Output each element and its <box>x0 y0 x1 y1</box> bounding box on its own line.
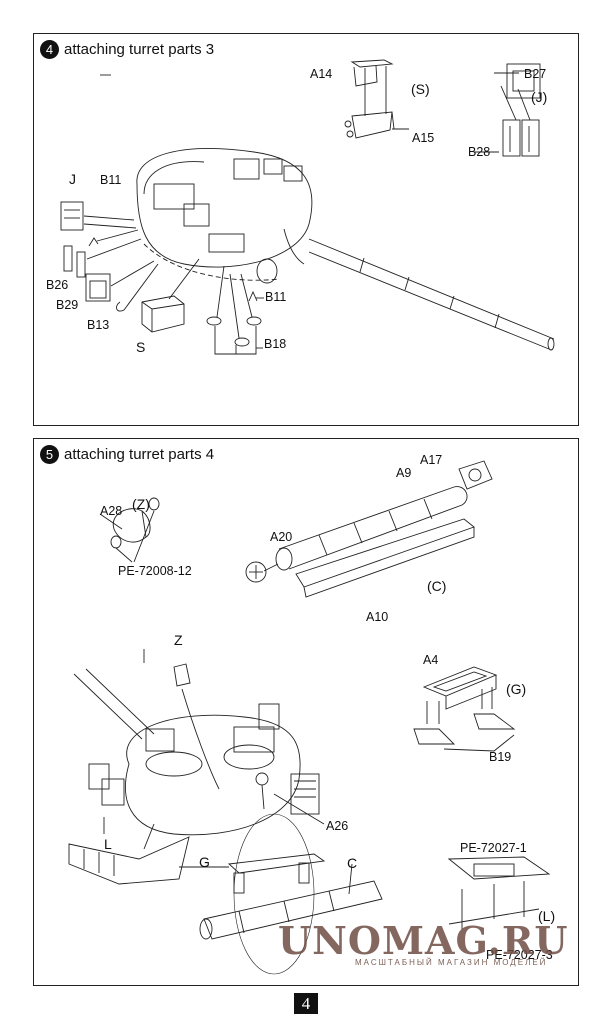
label-g: G <box>199 854 210 870</box>
b13-part <box>116 263 159 312</box>
b28-part <box>502 119 540 157</box>
a10-tray <box>295 518 475 598</box>
watermark: UNOMAG.RU <box>278 918 569 963</box>
turret-body <box>73 668 320 836</box>
b19-parts <box>413 713 516 745</box>
turret-parts-4-diagram <box>68 460 551 975</box>
z-part-main <box>173 663 191 687</box>
label-a4: A4 <box>423 653 439 667</box>
label-a14: A14 <box>310 67 333 81</box>
turret-parts-3-diagram <box>60 59 555 355</box>
label-b27: B27 <box>524 67 547 81</box>
b26-part <box>63 245 86 278</box>
label-pe-72027-1: PE-72027-1 <box>460 841 527 855</box>
label-b26: B26 <box>46 278 69 292</box>
label-b19: B19 <box>489 750 512 764</box>
g-part-main <box>227 853 326 894</box>
b11-part-lower <box>248 290 258 302</box>
label-a20: A20 <box>270 530 293 544</box>
a15-part <box>344 111 395 139</box>
label-b29: B29 <box>56 298 79 312</box>
j-part <box>60 201 84 231</box>
label-l: L <box>104 836 112 852</box>
step-number-badge: 5 <box>40 445 59 464</box>
s-part <box>141 295 185 333</box>
label-j-group: (J) <box>531 89 548 105</box>
pe-72027-1-part <box>447 856 551 880</box>
label-b28: B28 <box>468 145 491 159</box>
label-pe-72027-3: PE-72027-3 <box>486 948 553 962</box>
label-b11-bottom: B11 <box>265 290 287 304</box>
a14-part <box>350 59 394 87</box>
step-5-header: 5 attaching turret parts 4 <box>40 445 214 464</box>
label-z: Z <box>174 632 183 648</box>
label-pe-72008-12: PE-72008-12 <box>118 564 192 578</box>
label-a10: A10 <box>366 610 389 624</box>
watermark-subtitle: МАСШТАБНЫЙ МАГАЗИН МОДЕЛЕЙ <box>355 958 548 967</box>
a9-tube <box>275 486 468 571</box>
step-4-panel: 4 attaching turret parts 3 <box>33 33 579 426</box>
label-a28: A28 <box>100 504 123 518</box>
label-s-group: (S) <box>411 81 430 97</box>
label-z-group: (Z) <box>132 496 150 512</box>
label-s: S <box>136 339 146 355</box>
step-title: attaching turret parts 4 <box>64 446 215 463</box>
label-a17: A17 <box>420 453 443 467</box>
label-b11-top: B11 <box>100 173 122 187</box>
b29-part <box>85 273 111 302</box>
label-g-group: (G) <box>506 681 527 697</box>
z-part <box>112 508 151 543</box>
step-5-panel: 5 attaching turret parts 4 <box>33 438 579 986</box>
label-b13: B13 <box>87 318 110 332</box>
label-a9: A9 <box>396 466 412 480</box>
label-b18: B18 <box>264 337 287 351</box>
a17-part <box>458 460 493 490</box>
label-l-group: (L) <box>538 908 556 924</box>
b18-parts <box>206 265 262 355</box>
l-basket <box>68 836 190 885</box>
turret-body <box>136 148 313 284</box>
b11-part <box>88 237 99 247</box>
label-a26: A26 <box>326 819 349 833</box>
step-4-header: 4 attaching turret parts 3 <box>40 40 214 59</box>
label-c: C <box>347 855 358 871</box>
label-j: J <box>69 171 76 187</box>
a4-part <box>422 666 498 710</box>
page-number: 4 <box>294 993 318 1014</box>
c-tube-main <box>199 880 383 940</box>
b27-part <box>506 63 541 99</box>
step-title: attaching turret parts 3 <box>64 41 215 58</box>
label-a15: A15 <box>412 131 435 145</box>
step-number-badge: 4 <box>40 40 59 59</box>
a20-part <box>245 561 267 583</box>
label-c-group: (C) <box>427 578 447 594</box>
gun-barrel <box>308 238 555 351</box>
